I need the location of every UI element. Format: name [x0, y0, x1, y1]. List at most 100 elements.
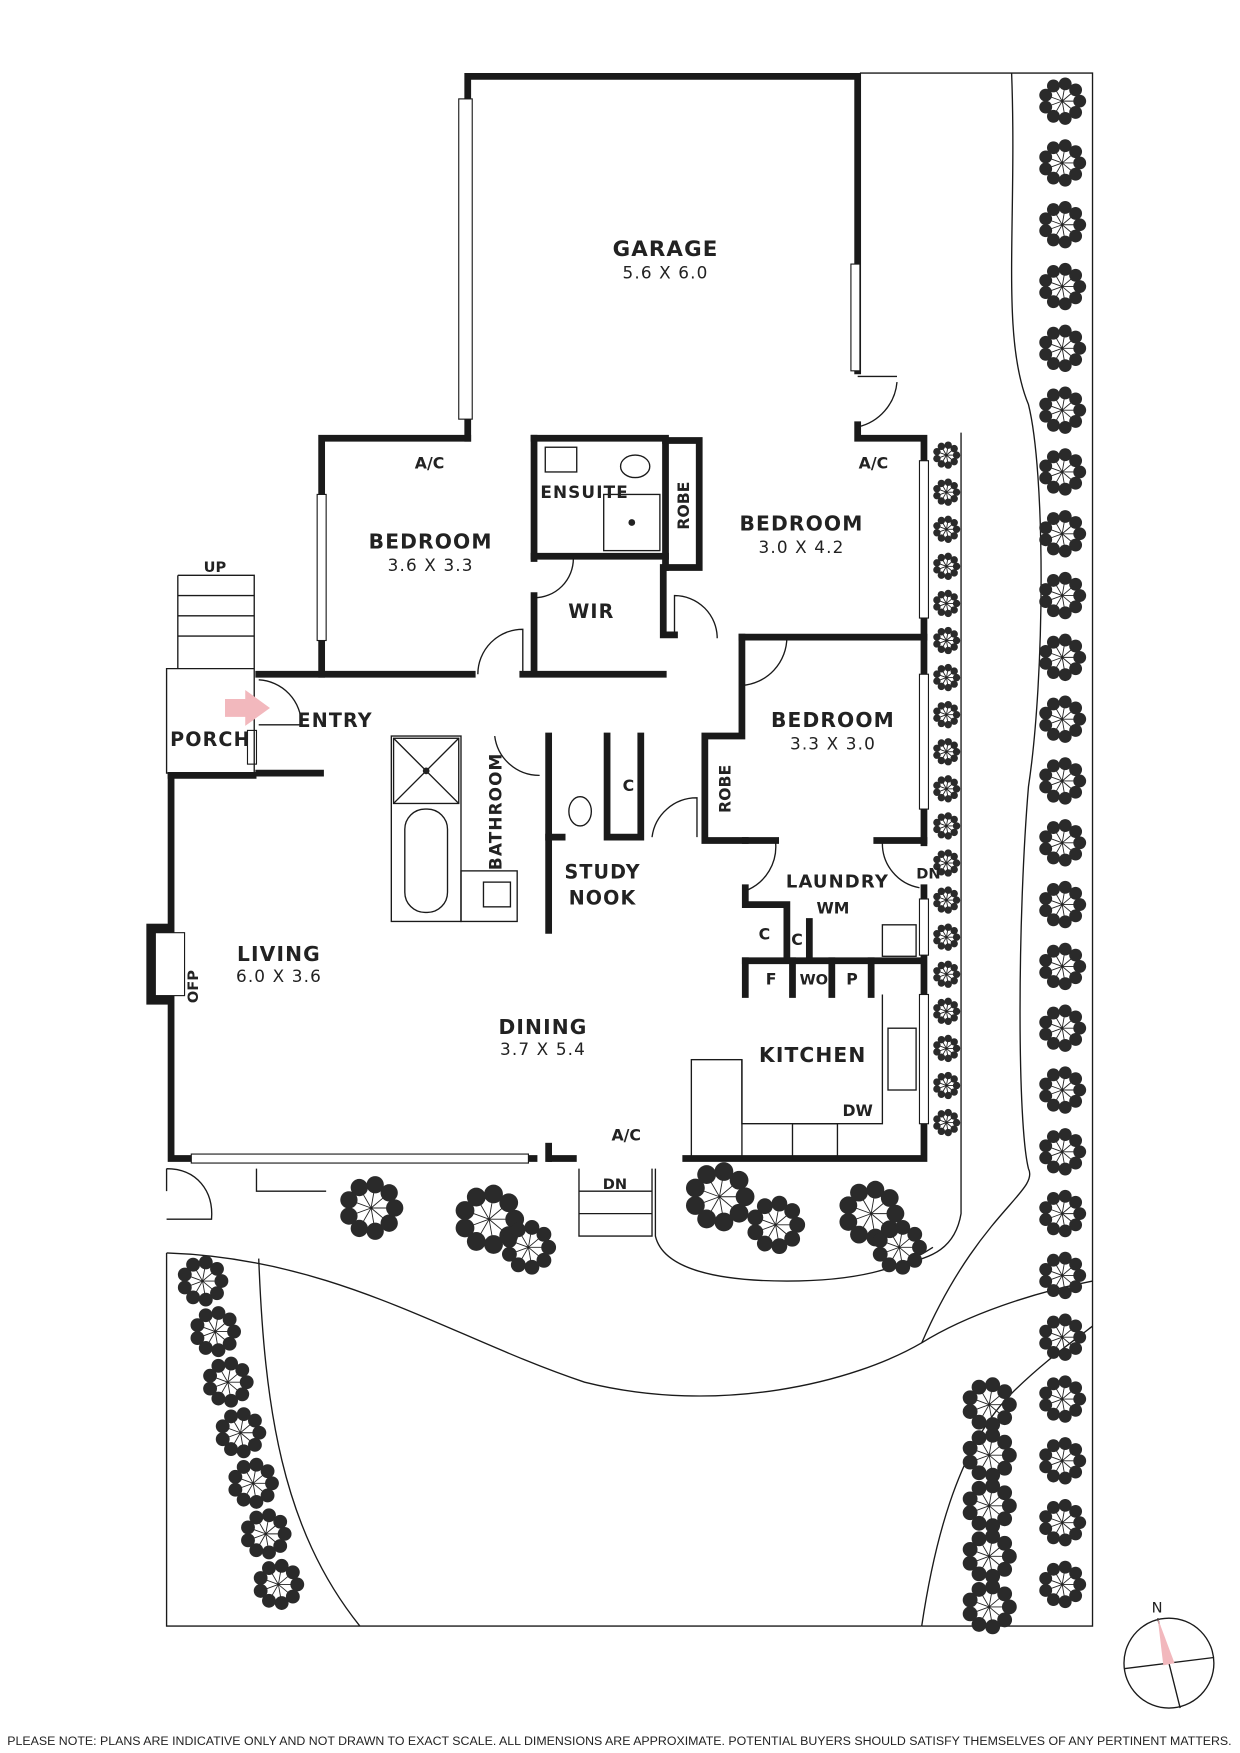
room-dims: 5.6 X 6.0: [623, 263, 709, 283]
tree-icon: [933, 1071, 961, 1100]
tree-icon: [933, 923, 961, 951]
garage: GARAGE 5.6 X 6.0: [458, 73, 898, 442]
tree-icon: [1039, 139, 1087, 187]
robe-label: ROBE: [716, 765, 735, 813]
room-label: PORCH: [170, 728, 251, 751]
tree-icon: [933, 997, 961, 1026]
room-label: STUDY: [564, 861, 640, 884]
room-dims: 6.0 X 3.6: [236, 966, 322, 986]
tree-icon: [933, 886, 961, 914]
ac-label: A/C: [611, 1126, 640, 1145]
tree-icon: [1039, 1066, 1087, 1114]
tree-icon: [1039, 510, 1087, 558]
fireplace-label: OFP: [185, 970, 202, 1003]
tree-icon: [747, 1195, 806, 1255]
room-label: ENSUITE: [540, 482, 629, 502]
tree-icon: [1039, 1313, 1087, 1361]
tree-icon: [933, 478, 961, 506]
tree-icon: [501, 1219, 557, 1275]
tree-icon: [1039, 448, 1087, 496]
toilet: [619, 454, 651, 479]
tree-icon: [933, 849, 961, 877]
tree-icon: [1039, 262, 1087, 311]
tree-icon: [228, 1457, 279, 1509]
fixtures: [165, 446, 917, 1237]
tree-icon: [1039, 1437, 1087, 1485]
room-label: LIVING: [237, 942, 321, 966]
tree-icon: [203, 1356, 254, 1408]
tree-icon: [962, 1579, 1017, 1635]
room-labels: BEDROOM 3.6 X 3.3 BEDROOM 3.0 X 4.2 BEDR…: [170, 482, 895, 1067]
bath-shower: [390, 735, 462, 923]
tree-icon: [1039, 571, 1087, 620]
tree-icon: [1039, 1128, 1087, 1176]
compass: N: [1123, 1600, 1215, 1709]
tree-icon: [1039, 324, 1087, 373]
room-label: NOOK: [569, 887, 637, 910]
doors: [258, 557, 920, 891]
tree-icon: [1039, 1251, 1087, 1300]
room-label: BEDROOM: [771, 708, 895, 732]
trees: [177, 77, 1087, 1635]
tree-icon: [839, 1180, 905, 1247]
bathtub: [404, 808, 449, 914]
tree-icon: [933, 441, 961, 469]
stairs-down-label: DN: [603, 1176, 627, 1193]
tree-icon: [685, 1162, 755, 1232]
tree-icon: [933, 552, 961, 581]
tree-icon: [872, 1219, 927, 1275]
dishwasher-label: DW: [842, 1101, 872, 1120]
tree-icon: [1039, 633, 1087, 682]
room-label: KITCHEN: [759, 1043, 866, 1067]
tree-icon: [253, 1558, 305, 1610]
tree-icon: [1039, 386, 1087, 434]
tree-icon: [1039, 77, 1087, 125]
tree-icon: [962, 1427, 1017, 1483]
tree-icon: [190, 1306, 241, 1358]
room-dims: 3.3 X 3.0: [790, 734, 876, 754]
tree-icon: [1039, 880, 1087, 929]
room-label: BATHROOM: [485, 753, 505, 871]
room-dims: 3.6 X 3.3: [388, 555, 474, 575]
walls: [146, 421, 930, 1164]
tree-icon: [1039, 1004, 1087, 1052]
tree-icon: [933, 1034, 961, 1063]
room-dims: 3.7 X 5.4: [500, 1039, 586, 1059]
room-label: WIR: [568, 600, 614, 623]
tree-icon: [933, 663, 961, 692]
garage-door: [458, 98, 473, 420]
tree-icon: [962, 1478, 1017, 1534]
disclaimer-note: PLEASE NOTE: PLANS ARE INDICATIVE ONLY A…: [7, 1734, 1231, 1748]
tree-icon: [933, 626, 961, 655]
tree-icon: [177, 1255, 229, 1307]
wall-oven-label: WO: [800, 971, 829, 988]
tree-icon: [1039, 1498, 1087, 1547]
room-label: BEDROOM: [740, 511, 864, 535]
room-label: LAUNDRY: [786, 872, 889, 893]
tree-icon: [1039, 757, 1087, 805]
tree-icon: [1039, 819, 1087, 867]
tree-icon: [241, 1508, 292, 1560]
tree-icon: [933, 589, 961, 618]
room-label: ENTRY: [298, 709, 373, 732]
tree-icon: [933, 515, 961, 543]
compass-north-label: N: [1152, 1600, 1164, 1617]
robe-label: ROBE: [674, 482, 693, 530]
tree-icon: [1039, 942, 1087, 991]
tree-icon: [933, 1108, 961, 1137]
tree-icon: [1039, 1560, 1087, 1609]
stairs-up-label: UP: [204, 559, 227, 576]
room-label: DINING: [499, 1015, 588, 1039]
tree-icon: [962, 1529, 1017, 1584]
pantry-label: P: [846, 969, 858, 988]
site-boundary: [165, 72, 1094, 1627]
room-label: BEDROOM: [369, 529, 493, 553]
stairs-down-label: DN: [916, 866, 940, 883]
tree-icon: [340, 1176, 404, 1240]
tree-icon: [933, 775, 961, 803]
tree-icon: [933, 701, 961, 729]
tree-icon: [933, 812, 961, 840]
fridge-label: F: [766, 969, 777, 988]
